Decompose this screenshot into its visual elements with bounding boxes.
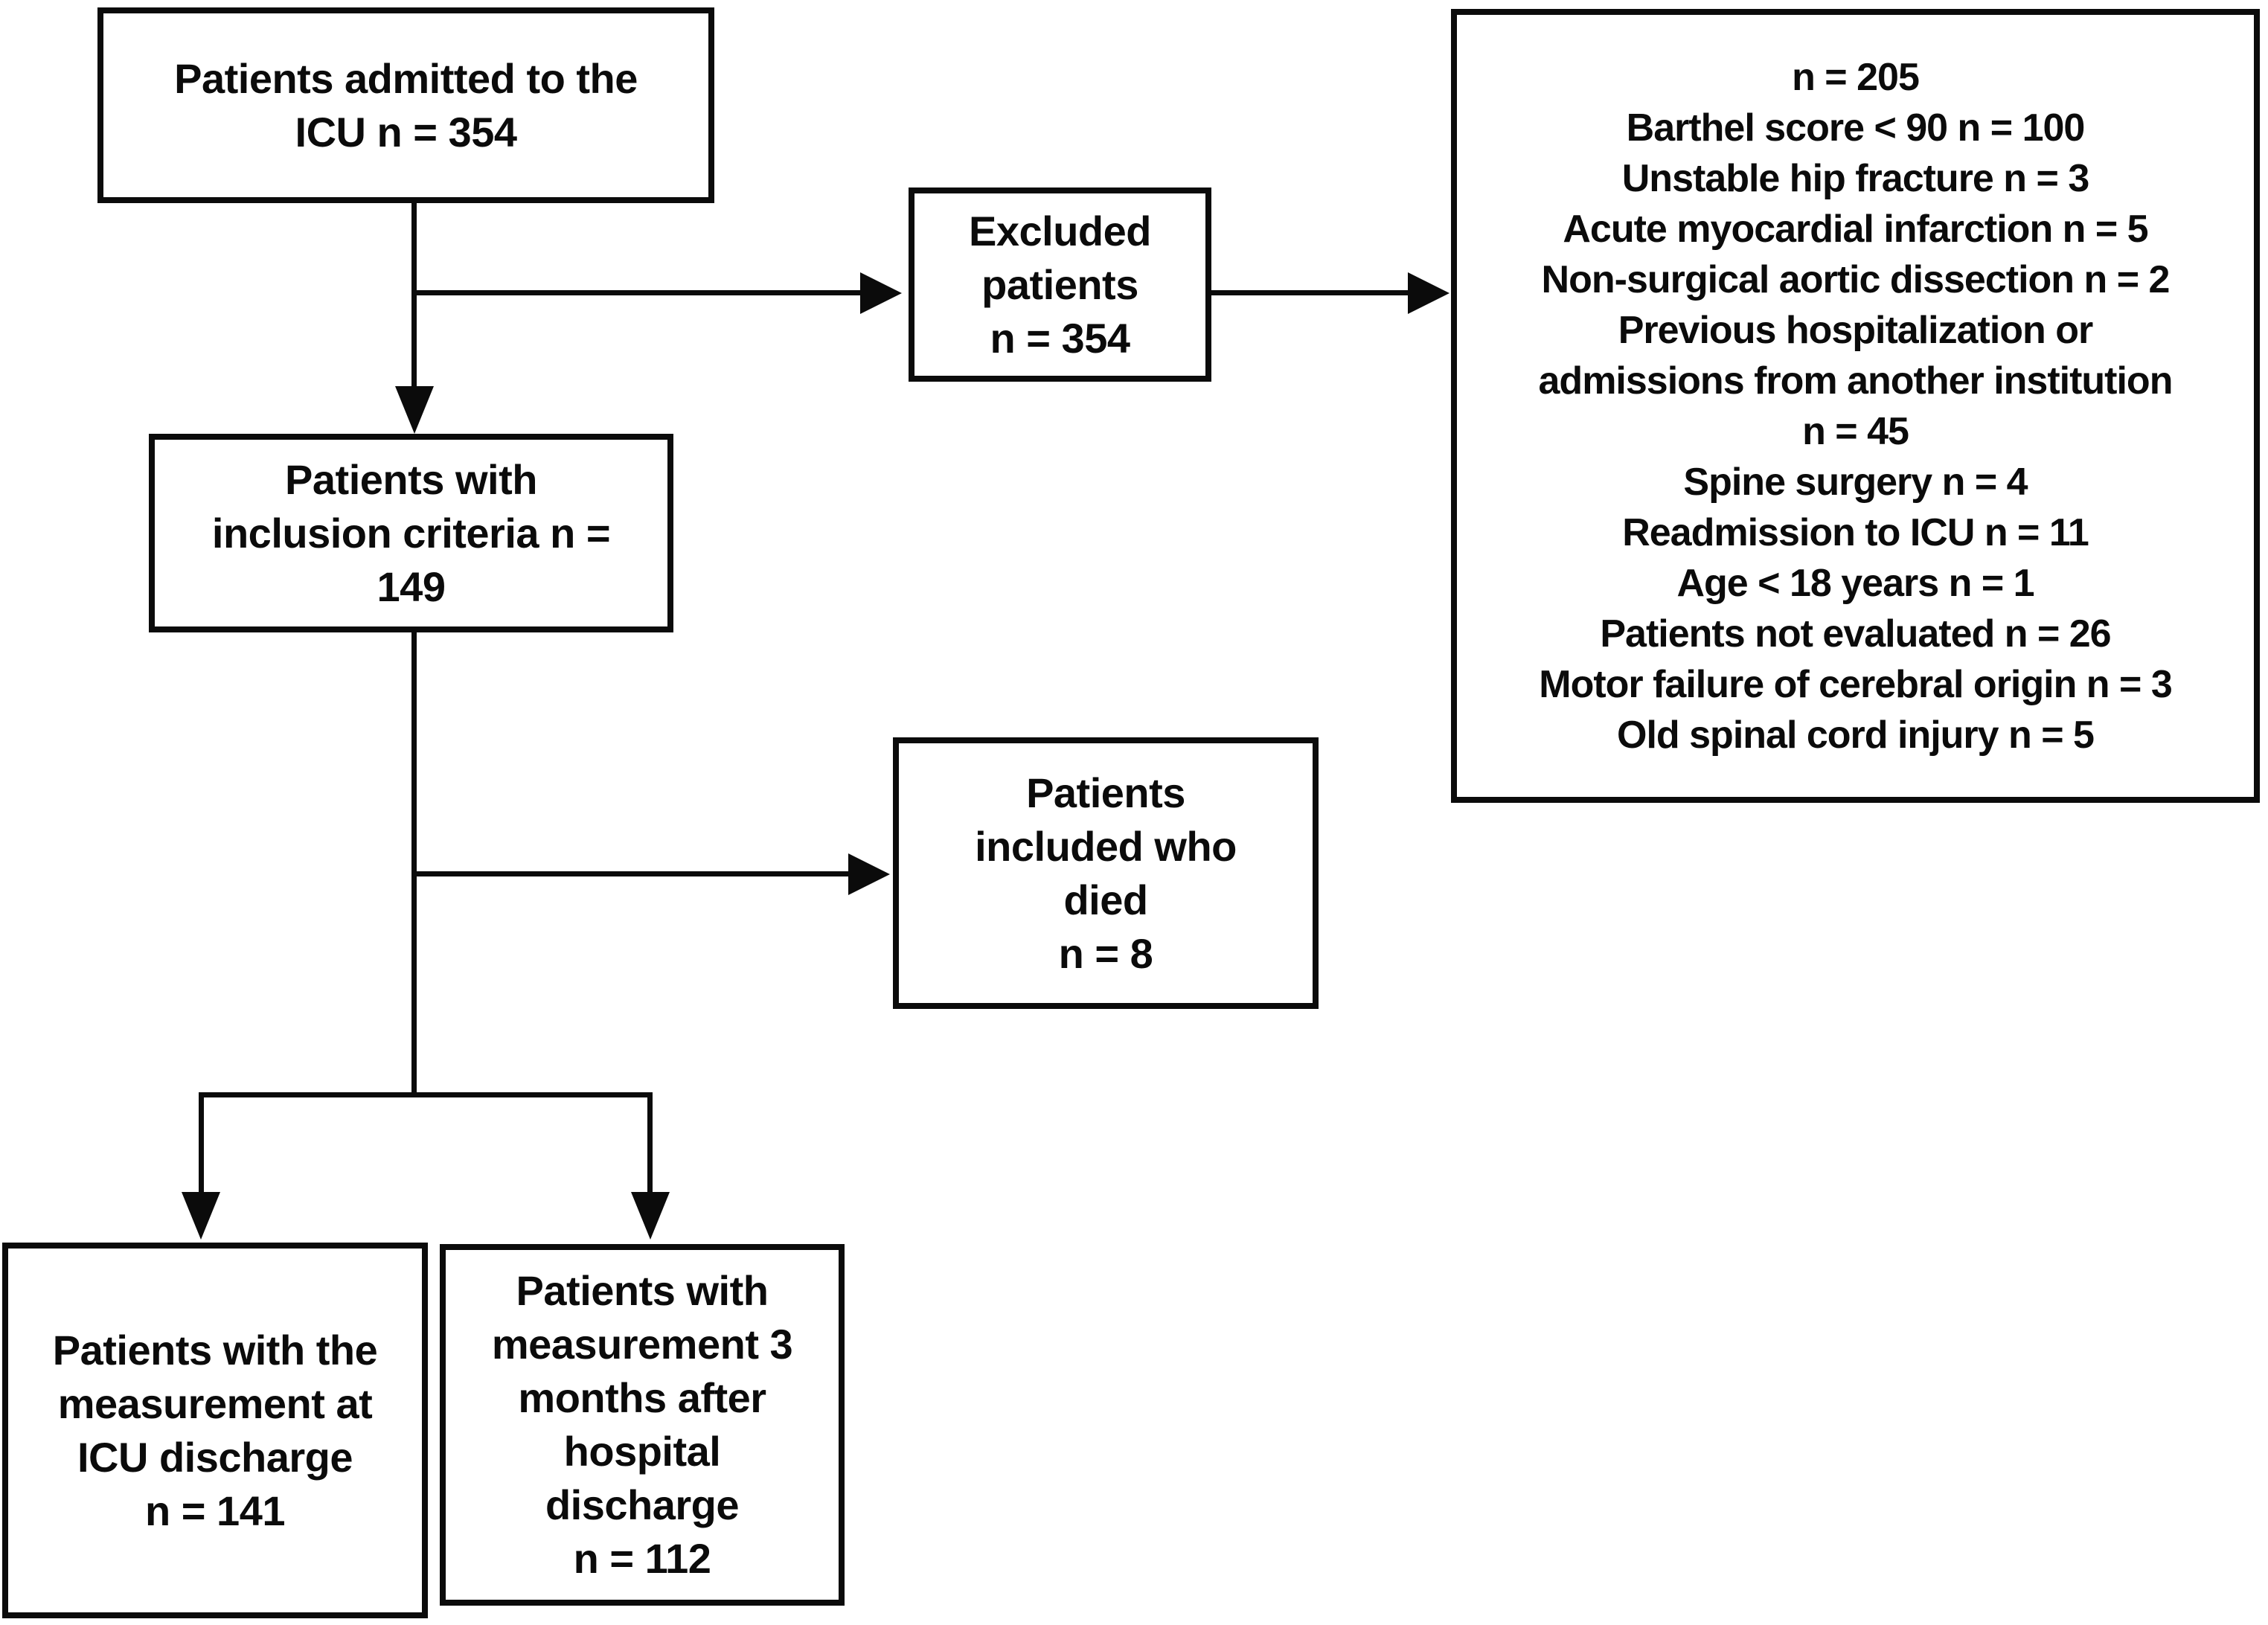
connector-admitted-to-inclusion-line xyxy=(411,203,417,393)
box-patients-admitted: Patients admitted to the ICU n = 354 xyxy=(97,7,714,203)
box-inclusion-criteria-text: Patients with inclusion criteria n = 149 xyxy=(211,455,611,610)
connector-to-icu-discharge-line xyxy=(199,1092,204,1196)
connector-to-died-line xyxy=(414,871,848,876)
box-patients-admitted-text: Patients admitted to the ICU n = 354 xyxy=(174,54,638,156)
box-measurement-3-months: Patients with measurement 3 months after… xyxy=(440,1244,845,1606)
arrowhead-into-inclusion-box xyxy=(395,386,434,434)
arrowhead-into-icu-discharge-box xyxy=(182,1192,220,1240)
box-excluded-patients-text: Excluded patients n = 354 xyxy=(969,207,1151,362)
box-measurement-3-months-text: Patients with measurement 3 months after… xyxy=(491,1267,793,1582)
arrowhead-into-3-months-box xyxy=(631,1192,670,1240)
box-exclusion-reasons: n = 205 Barthel score < 90 n = 100 Unsta… xyxy=(1451,9,2260,803)
box-measurement-icu-discharge-text: Patients with the measurement at ICU dis… xyxy=(52,1326,378,1534)
box-patients-died-text: Patients included who died n = 8 xyxy=(975,769,1237,977)
box-patients-died: Patients included who died n = 8 xyxy=(893,737,1319,1009)
box-exclusion-reasons-text: n = 205 Barthel score < 90 n = 100 Unsta… xyxy=(1538,55,2174,757)
connector-to-3-months-line xyxy=(647,1092,653,1196)
box-excluded-patients: Excluded patients n = 354 xyxy=(909,188,1211,382)
connector-inclusion-to-split-line xyxy=(411,632,417,1097)
arrowhead-into-reasons-box xyxy=(1408,272,1449,314)
arrowhead-into-died-box xyxy=(848,853,890,895)
connector-to-excluded-line xyxy=(414,290,860,295)
box-inclusion-criteria: Patients with inclusion criteria n = 149 xyxy=(149,434,673,632)
box-measurement-icu-discharge: Patients with the measurement at ICU dis… xyxy=(2,1243,428,1618)
split-horizontal-bar xyxy=(199,1092,653,1097)
arrowhead-into-excluded-box xyxy=(860,272,902,314)
connector-excluded-to-reasons-line xyxy=(1211,290,1408,295)
